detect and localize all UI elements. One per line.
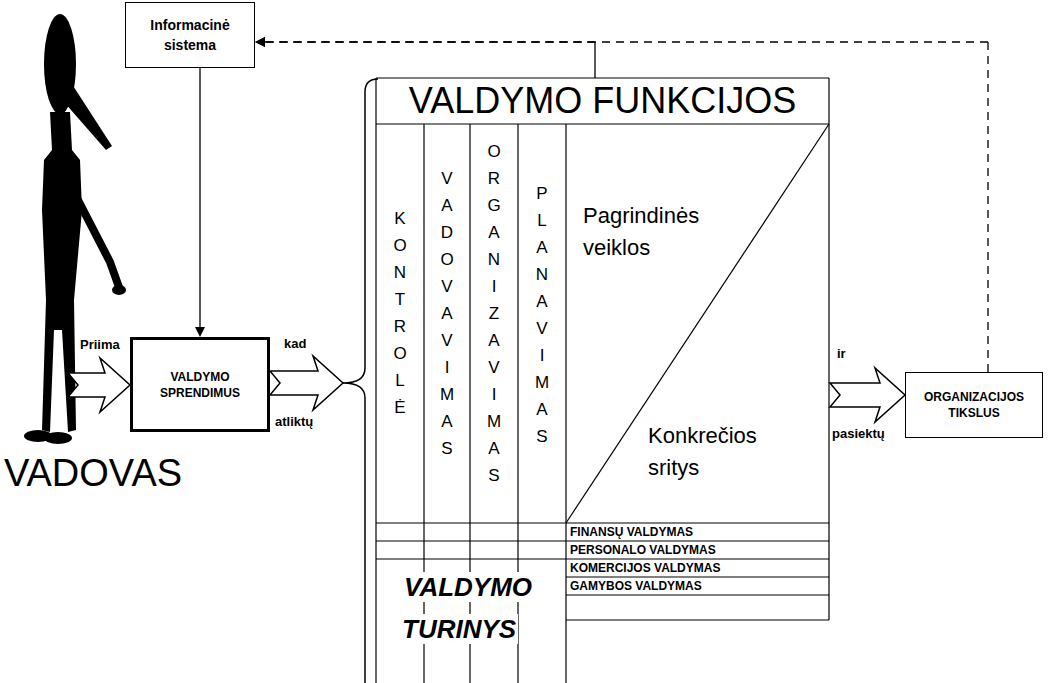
- grid-line: [566, 576, 829, 577]
- figure-foot: [44, 432, 72, 444]
- arrow-label-holder: ir: [837, 346, 846, 361]
- area-row: KOMERCIJOS VALDYMAS: [570, 561, 720, 575]
- area-row-holder: FINANSŲ VALDYMAS: [570, 524, 693, 540]
- arrow-label: Priima: [80, 337, 120, 352]
- grid-line: [376, 540, 829, 541]
- table-title: VALDYMO FUNKCIJOS: [376, 78, 829, 124]
- figure-arm: [78, 200, 120, 290]
- info-system-box: Informacinė sistema: [125, 2, 255, 68]
- grid-line: [376, 522, 829, 523]
- function-column-holder: VADOVAVIMAS: [440, 165, 461, 462]
- grid-line: [375, 78, 376, 683]
- function-column: ORGANIZAVIMAS: [487, 142, 508, 485]
- grid-line: [565, 124, 566, 683]
- box-text: VALDYMO SPRENDIMUS: [150, 369, 250, 401]
- function-column: KONTROLĖ: [393, 209, 413, 417]
- function-column: VADOVAVIMAS: [440, 169, 461, 458]
- figure-caption: VADOVAS: [4, 452, 182, 494]
- function-column-holder: KONTROLĖ: [393, 205, 414, 421]
- arrow-label-holder: Priima: [80, 337, 120, 352]
- arrow-label: atliktų: [275, 414, 313, 429]
- box-text: ORGANIZACIJOS TIKSLUS: [915, 389, 1033, 421]
- function-column: PLANAVIMAS: [535, 184, 556, 446]
- decision-box: VALDYMO SPRENDIMUS: [130, 337, 270, 432]
- grid-line: [566, 594, 829, 595]
- grid-line: [566, 619, 829, 620]
- arrow-label: ir: [837, 346, 846, 361]
- connector: [255, 37, 595, 78]
- hollow-arrow: [270, 356, 343, 410]
- function-column-holder: ORGANIZAVIMAS: [487, 138, 508, 489]
- arrowhead: [255, 37, 265, 47]
- area-row: GAMYBOS VALDYMAS: [570, 579, 702, 593]
- diagonal-line: [566, 124, 829, 523]
- content-label: VALDYMO TURINYS: [402, 572, 532, 644]
- connector: [270, 356, 343, 410]
- area-row: FINANSŲ VALDYMAS: [570, 525, 693, 539]
- grid-line: [376, 558, 829, 559]
- diagonal-header: Konkrečios sritys: [648, 423, 757, 480]
- connector-line: [261, 41, 988, 42]
- area-row-holder: PERSONALO VALDYMAS: [570, 542, 716, 558]
- arrow-label: pasiektų: [832, 426, 885, 441]
- area-row-holder: KOMERCIJOS VALDYMAS: [570, 560, 720, 576]
- diagonal-header: Pagrindinės veiklos: [583, 203, 699, 260]
- curly-bracket: [343, 79, 378, 683]
- connector: [255, 37, 988, 372]
- grid-line: [376, 123, 829, 124]
- arrow-label-holder: kad: [284, 336, 306, 351]
- connector-line: [261, 41, 595, 42]
- arrowhead: [255, 37, 265, 47]
- function-column-holder: PLANAVIMAS: [535, 180, 556, 450]
- grid-line: [376, 77, 829, 78]
- area-row: PERSONALO VALDYMAS: [570, 543, 716, 557]
- connector-line: [199, 68, 200, 331]
- connector: [830, 368, 905, 422]
- arrow-label: kad: [284, 336, 306, 351]
- arrowhead: [195, 327, 205, 337]
- diagonal-header-holder: Pagrindinės veiklos: [583, 200, 733, 264]
- table-grid: [376, 78, 829, 683]
- connector: [195, 68, 205, 337]
- figure-caption-holder: VADOVAS: [4, 452, 182, 495]
- figure-body: [42, 112, 82, 432]
- box-text: Informacinė sistema: [135, 15, 245, 55]
- hollow-arrow: [830, 368, 905, 422]
- grid-line: [828, 78, 829, 620]
- area-row-holder: GAMYBOS VALDYMAS: [570, 578, 702, 594]
- goals-box: ORGANIZACIJOS TIKSLUS: [905, 372, 1043, 438]
- arrow-label-holder: pasiektų: [832, 426, 885, 441]
- diagonal-header-holder: Konkrečios sritys: [648, 420, 788, 484]
- hollow-arrow: [68, 358, 130, 412]
- connector-line: [987, 42, 988, 372]
- content-label-holder: VALDYMO TURINYS: [402, 566, 552, 650]
- connector-line: [594, 42, 595, 78]
- arrow-label-holder: atliktų: [275, 414, 313, 429]
- figure-hand: [112, 285, 126, 295]
